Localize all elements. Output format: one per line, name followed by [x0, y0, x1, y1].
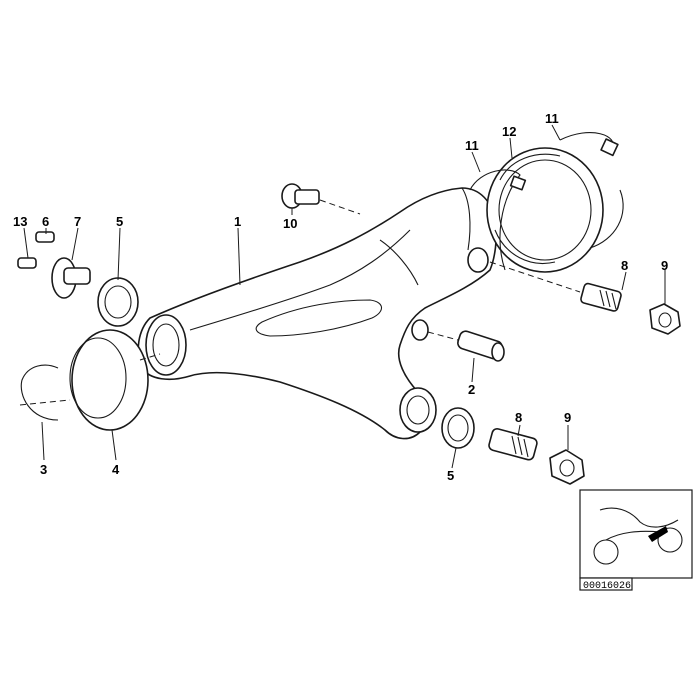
callout-8-lower: 8: [515, 410, 522, 425]
sleeve-2: [427, 330, 505, 362]
nut-9-lower: [549, 449, 585, 485]
stud-8-upper: [489, 261, 622, 312]
nut-9-upper: [649, 303, 681, 335]
callout-9-lower: 9: [564, 410, 571, 425]
circlip-3: [19, 364, 71, 421]
screw-6: [35, 231, 55, 243]
flange-7: [51, 257, 91, 299]
leader-lines: [23, 124, 666, 469]
bolt-10: [281, 183, 361, 215]
callout-2: 2: [468, 382, 475, 397]
screw-13: [17, 257, 37, 269]
callout-labels: 13 6 7 5 1 10 11 12 11 8 9 2 8 9 5 3 4: [13, 111, 668, 483]
clamp-11-left: [469, 169, 527, 271]
bearing-5-upper: [97, 277, 139, 327]
callout-10: 10: [283, 216, 297, 231]
rubber-boot-4: [69, 329, 161, 431]
callout-3: 3: [40, 462, 47, 477]
reference-number: 00016026: [583, 581, 631, 592]
callout-5-upper: 5: [116, 214, 123, 229]
callout-11-right: 11: [545, 111, 559, 126]
callout-1: 1: [234, 214, 241, 229]
callout-9-upper: 9: [661, 258, 668, 273]
callout-8-upper: 8: [621, 258, 628, 273]
rubber-boot-12: [486, 147, 604, 273]
inset-thumbnail: [579, 489, 693, 579]
callout-4: 4: [112, 462, 120, 477]
callout-13: 13: [13, 214, 27, 229]
callout-11-left: 11: [465, 138, 479, 153]
swing-arm: [137, 187, 497, 440]
stud-8-lower: [488, 428, 538, 461]
motorcycle-silhouette-icon: [593, 507, 683, 565]
callout-5-lower: 5: [447, 468, 454, 483]
clamp-11-right: [559, 132, 624, 249]
callout-7: 7: [74, 214, 81, 229]
bearing-5-lower: [441, 407, 475, 449]
callout-6: 6: [42, 214, 49, 229]
callout-12: 12: [502, 124, 516, 139]
